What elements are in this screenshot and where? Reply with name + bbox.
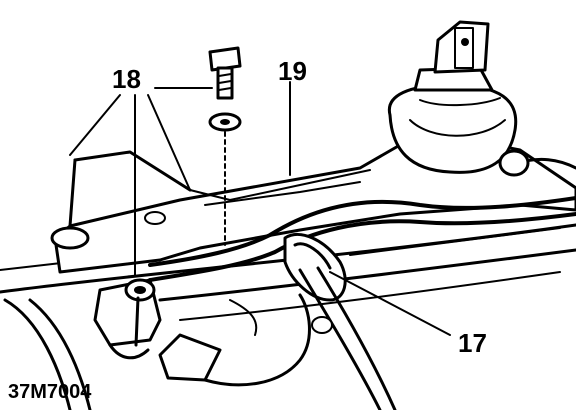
callout-rack: 19 <box>278 56 307 86</box>
callout-bolts: 18 <box>112 64 141 94</box>
pinion-housing <box>387 20 518 174</box>
upper-bolt <box>208 46 242 246</box>
callout-hose: 17 <box>458 328 487 358</box>
reference-code: 37M7004 <box>8 381 92 403</box>
subframe-crossmember <box>0 223 576 321</box>
fluid-hose <box>148 196 576 410</box>
lower-bolt <box>124 278 156 347</box>
rack-pipe <box>498 149 576 177</box>
leader-lines <box>69 81 451 336</box>
